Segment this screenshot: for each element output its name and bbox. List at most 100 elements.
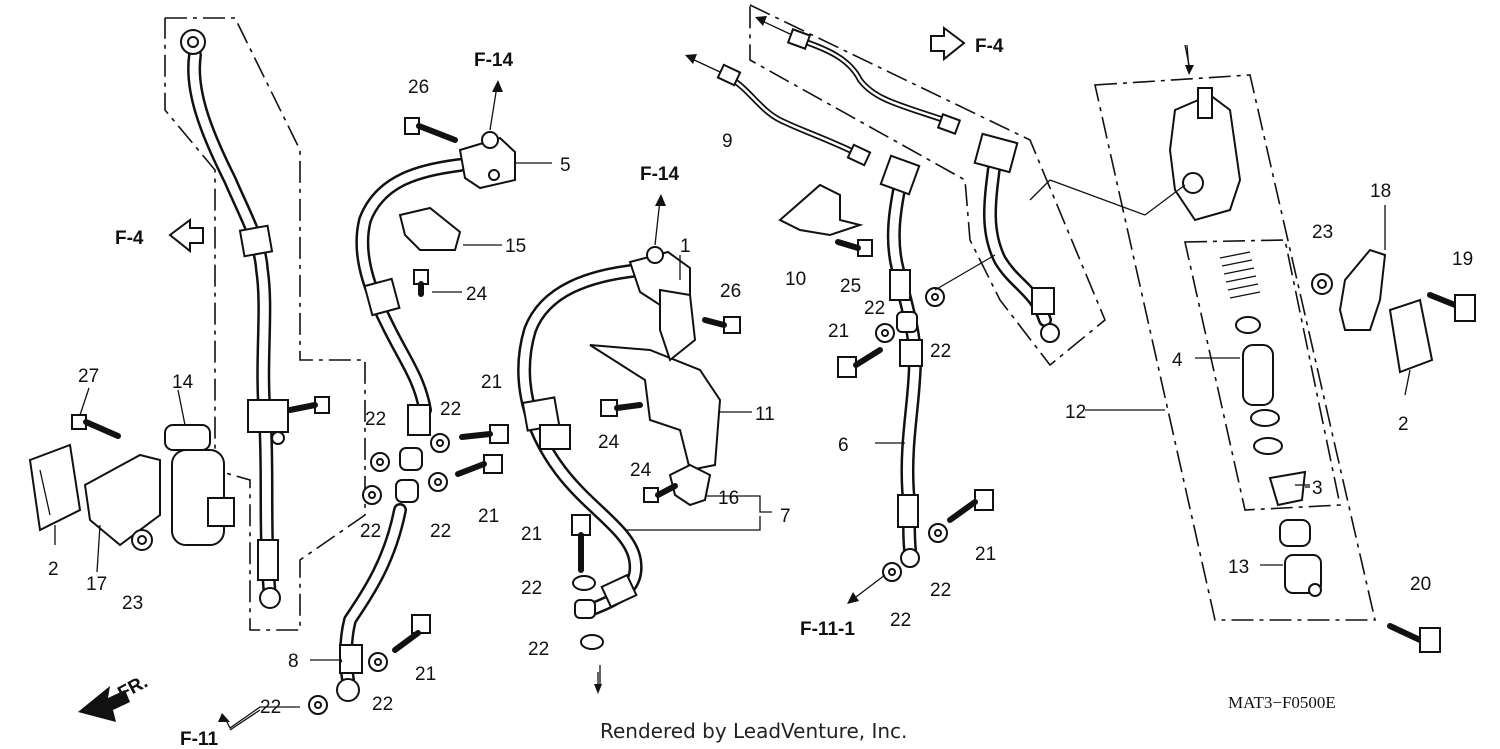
callout-22-right-a: 22: [864, 298, 885, 319]
clip-15: [398, 206, 462, 251]
brake-pipe-9: [716, 63, 872, 167]
callout-23-left: 23: [122, 593, 143, 614]
callout-7: 7: [780, 506, 791, 527]
bottom-arrow: [594, 672, 602, 694]
master-cylinder-inner-outline: [1184, 239, 1341, 511]
boot-3: [1268, 470, 1307, 507]
pipe-arrow-9: [685, 54, 721, 73]
callout-22-mid-a: 22: [365, 409, 386, 430]
bolt-21-center: [571, 514, 591, 573]
ref-f4-right: F-4: [975, 36, 1004, 57]
callout-22-mid-f: 22: [260, 697, 281, 718]
washers-22-center: [572, 575, 604, 650]
callout-6: 6: [838, 435, 849, 456]
callout-22-mid-e: 22: [372, 694, 393, 715]
joint-13: [1279, 519, 1322, 597]
callout-22-right-c: 22: [930, 580, 951, 601]
callout-17: 17: [86, 574, 107, 595]
callout-5: 5: [560, 155, 571, 176]
brake-hose-6: [879, 154, 923, 568]
callout-19: 19: [1452, 249, 1473, 270]
callout-26-center: 26: [720, 281, 741, 302]
callout-25: 25: [840, 276, 861, 297]
f14-arrow-upper: [489, 80, 503, 131]
callout-23-right: 23: [1312, 222, 1333, 243]
callout-3: 3: [1312, 478, 1323, 499]
bolt-24-lower: [643, 483, 678, 503]
bolt-near-joint: [287, 396, 330, 414]
callout-8: 8: [288, 651, 299, 672]
callout-18: 18: [1370, 181, 1391, 202]
callout-4: 4: [1172, 350, 1183, 371]
callout-27: 27: [78, 366, 99, 387]
callout-2-left: 2: [48, 559, 59, 580]
bolt-20: [1387, 623, 1441, 653]
callout-24-center: 24: [598, 432, 620, 453]
callout-22-mid-b: 22: [440, 399, 461, 420]
callout-22-right-d: 22: [890, 610, 911, 631]
nut-23-right: [1311, 273, 1333, 295]
master-cylinder-hose: [973, 132, 1060, 343]
bolt-25: [835, 239, 873, 257]
callout-26-upper: 26: [408, 77, 429, 98]
callout-9: 9: [722, 131, 733, 152]
f11-1-arrow: [847, 574, 886, 604]
master-cylinder-12: [1168, 87, 1242, 222]
top-arrow-master: [1185, 44, 1194, 75]
stay-17: [83, 453, 161, 547]
callout-22-center-b: 22: [528, 639, 549, 660]
f14-arrow-center: [654, 194, 666, 246]
brake-hose-7: [517, 263, 647, 617]
callout-15: 15: [505, 236, 526, 257]
callout-22-right-b: 22: [930, 341, 951, 362]
ref-f11-1: F-11-1: [800, 619, 855, 640]
callout-2-right: 2: [1398, 414, 1409, 435]
callout-10: 10: [785, 269, 806, 290]
leader-lines: [54, 44, 1411, 731]
ref-f14-upper: F-14: [474, 50, 514, 71]
bolt-26-center: [702, 316, 741, 334]
left-hose-assembly-outline: [164, 17, 366, 631]
callout-22-center-a: 22: [521, 578, 542, 599]
f4-arrow-left: [168, 218, 204, 254]
upper-pipe: [786, 28, 962, 135]
pipe-arrow-upper: [755, 16, 791, 35]
piston-kit-4: [1219, 251, 1283, 455]
bolt-26-upper: [404, 117, 458, 143]
ref-f14-center: F-14: [640, 164, 680, 185]
callout-11: 11: [755, 404, 775, 425]
ref-f4-left: F-4: [115, 228, 144, 249]
f11-arrow: [218, 706, 300, 729]
bracket-10: [778, 183, 864, 237]
nut-23-left: [131, 529, 153, 551]
callout-21-right-b: 21: [975, 544, 996, 565]
callout-12: 12: [1065, 402, 1086, 423]
f4-arrow-right: [930, 26, 966, 62]
bolts-21-right: [837, 347, 994, 523]
stay-11: [589, 288, 722, 472]
callout-1: 1: [680, 236, 691, 257]
callout-14: 14: [172, 372, 194, 393]
callout-21-mid-a: 21: [481, 372, 502, 393]
callout-22-mid-c: 22: [360, 521, 381, 542]
brake-hose-8: [336, 158, 467, 702]
rendered-by-footer: Rendered by LeadVenture, Inc.: [600, 719, 907, 743]
callout-24-upper: 24: [466, 284, 488, 305]
left-brake-hose: [180, 29, 289, 609]
callout-13: 13: [1228, 557, 1249, 578]
diagram-part-code: MAT3−F0500E: [1228, 693, 1336, 712]
ref-f11: F-11: [180, 729, 218, 749]
bolts-21-middle: [392, 424, 509, 653]
callout-22-mid-d: 22: [430, 521, 451, 542]
bolt-24-upper: [413, 269, 429, 297]
washers-22-middle: [308, 433, 450, 715]
brake-pad-2-left: [28, 443, 82, 532]
clamp-16: [668, 463, 712, 507]
pad-2-right: [1388, 298, 1434, 374]
callout-21-right-a: 21: [828, 321, 849, 342]
front-direction-arrow: [78, 686, 130, 722]
joint-5: [458, 131, 516, 190]
callout-21-center: 21: [521, 524, 542, 545]
bolt-24-center: [600, 399, 643, 417]
